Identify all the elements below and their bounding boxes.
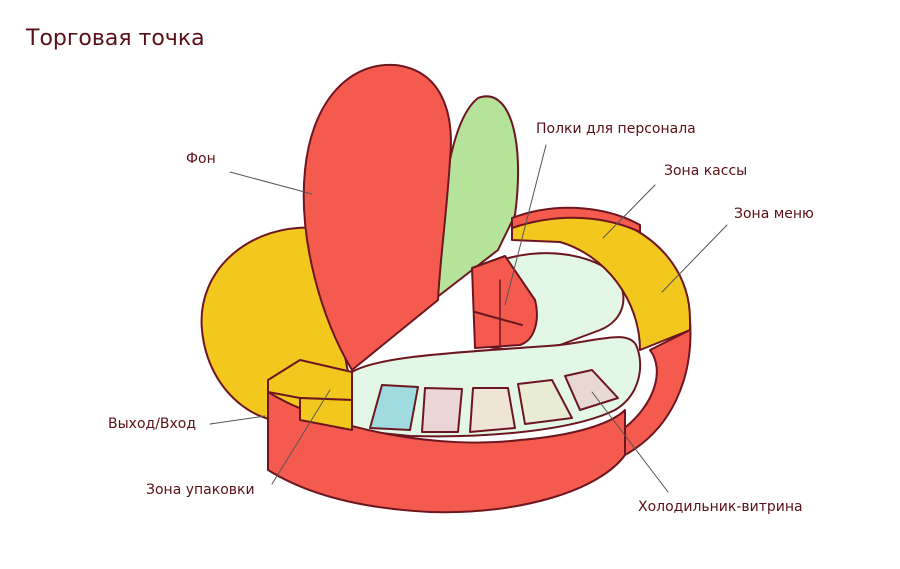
label-entrance: Выход/Вход [108,416,197,432]
label-staff-shelves: Полки для персонала [536,121,696,137]
label-background: Фон [186,151,216,167]
front-wall [267,391,626,514]
background-panel [302,63,452,371]
label-fridge-showcase: Холодильник-витрина [638,499,803,515]
page-title: Торговая точка [26,26,205,51]
label-packing-zone: Зона упаковки [146,482,255,498]
label-cash-zone: Зона кассы [664,163,748,179]
label-menu-zone: Зона меню [734,206,814,222]
